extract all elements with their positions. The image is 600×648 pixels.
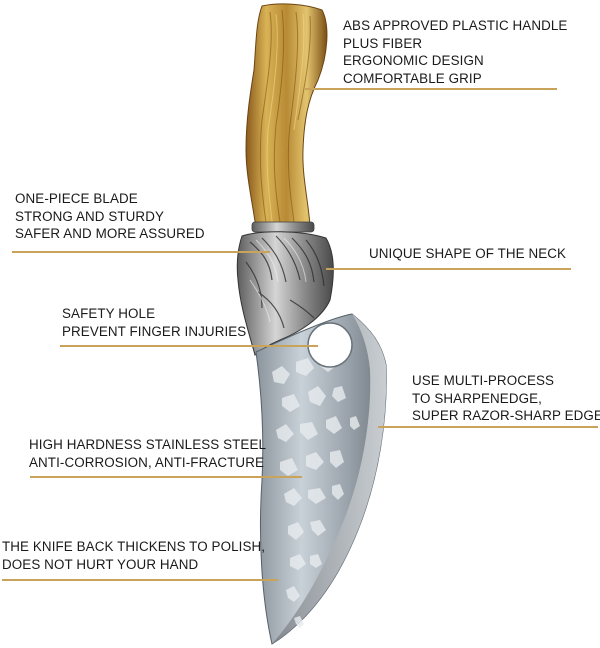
steel-leader-line [30,476,302,478]
handle-callout-line-1: ABS APPROVED PLASTIC HANDLE [343,18,568,33]
steel-callout: HIGH HARDNESS STAINLESS STEEL ANTI-CORRO… [29,436,266,471]
neck-leader-line [326,268,571,270]
blade-leader-line [12,251,270,253]
steel-callout-line-1: HIGH HARDNESS STAINLESS STEEL [29,437,267,452]
collar-ring [251,221,315,233]
bolster-mane [245,235,325,329]
wood-grain [259,9,311,223]
back-callout-line-1: THE KNIFE BACK THICKENS TO POLISH, [2,539,266,554]
handle-leader-line [305,88,557,90]
back-callout-line-2: DOES NOT HURT YOUR HAND [2,556,199,572]
back-leader-line [2,579,278,581]
handle-callout-line-2: PLUS FIBER [343,35,423,51]
hole-leader-line [60,345,318,347]
hole-callout-line-2: PREVENT FINGER INJURIES [62,323,247,339]
handle-callout: ABS APPROVED PLASTIC HANDLE PLUS FIBER E… [343,17,567,87]
hole-callout: SAFETY HOLE PREVENT FINGER INJURIES [62,305,246,340]
blade-callout-line-1: ONE-PIECE BLADE [15,191,138,206]
blade-callout-line-2: STRONG AND STURDY [15,208,165,224]
steel-callout-line-2: ANTI-CORROSION, ANTI-FRACTURE [29,454,265,470]
blade-callout-line-3: SAFER AND MORE ASSURED [15,226,205,241]
neck-callout-line-1: UNIQUE SHAPE OF THE NECK [369,246,567,261]
edge-callout-line-1: USE MULTI-PROCESS [412,373,555,388]
blade-callout: ONE-PIECE BLADE STRONG AND STURDY SAFER … [15,190,205,243]
edge-callout: USE MULTI-PROCESS TO SHARPENEDGE, SUPER … [412,372,600,425]
handle-callout-line-3: ERGONOMIC DESIGN [343,53,484,68]
blade-edge [272,314,387,644]
handle-shape [245,3,328,229]
edge-callout-line-2: TO SHARPENEDGE, [412,390,542,406]
neck-callout: UNIQUE SHAPE OF THE NECK [369,245,566,263]
back-callout: THE KNIFE BACK THICKENS TO POLISH, DOES … [2,538,265,573]
handle-callout-line-4: COMFORTABLE GRIP [343,70,482,86]
edge-leader-line [378,426,598,428]
edge-callout-line-3: SUPER RAZOR-SHARP EDGE [412,408,600,423]
hammered-pattern [272,356,360,628]
hole-callout-line-1: SAFETY HOLE [62,306,156,321]
